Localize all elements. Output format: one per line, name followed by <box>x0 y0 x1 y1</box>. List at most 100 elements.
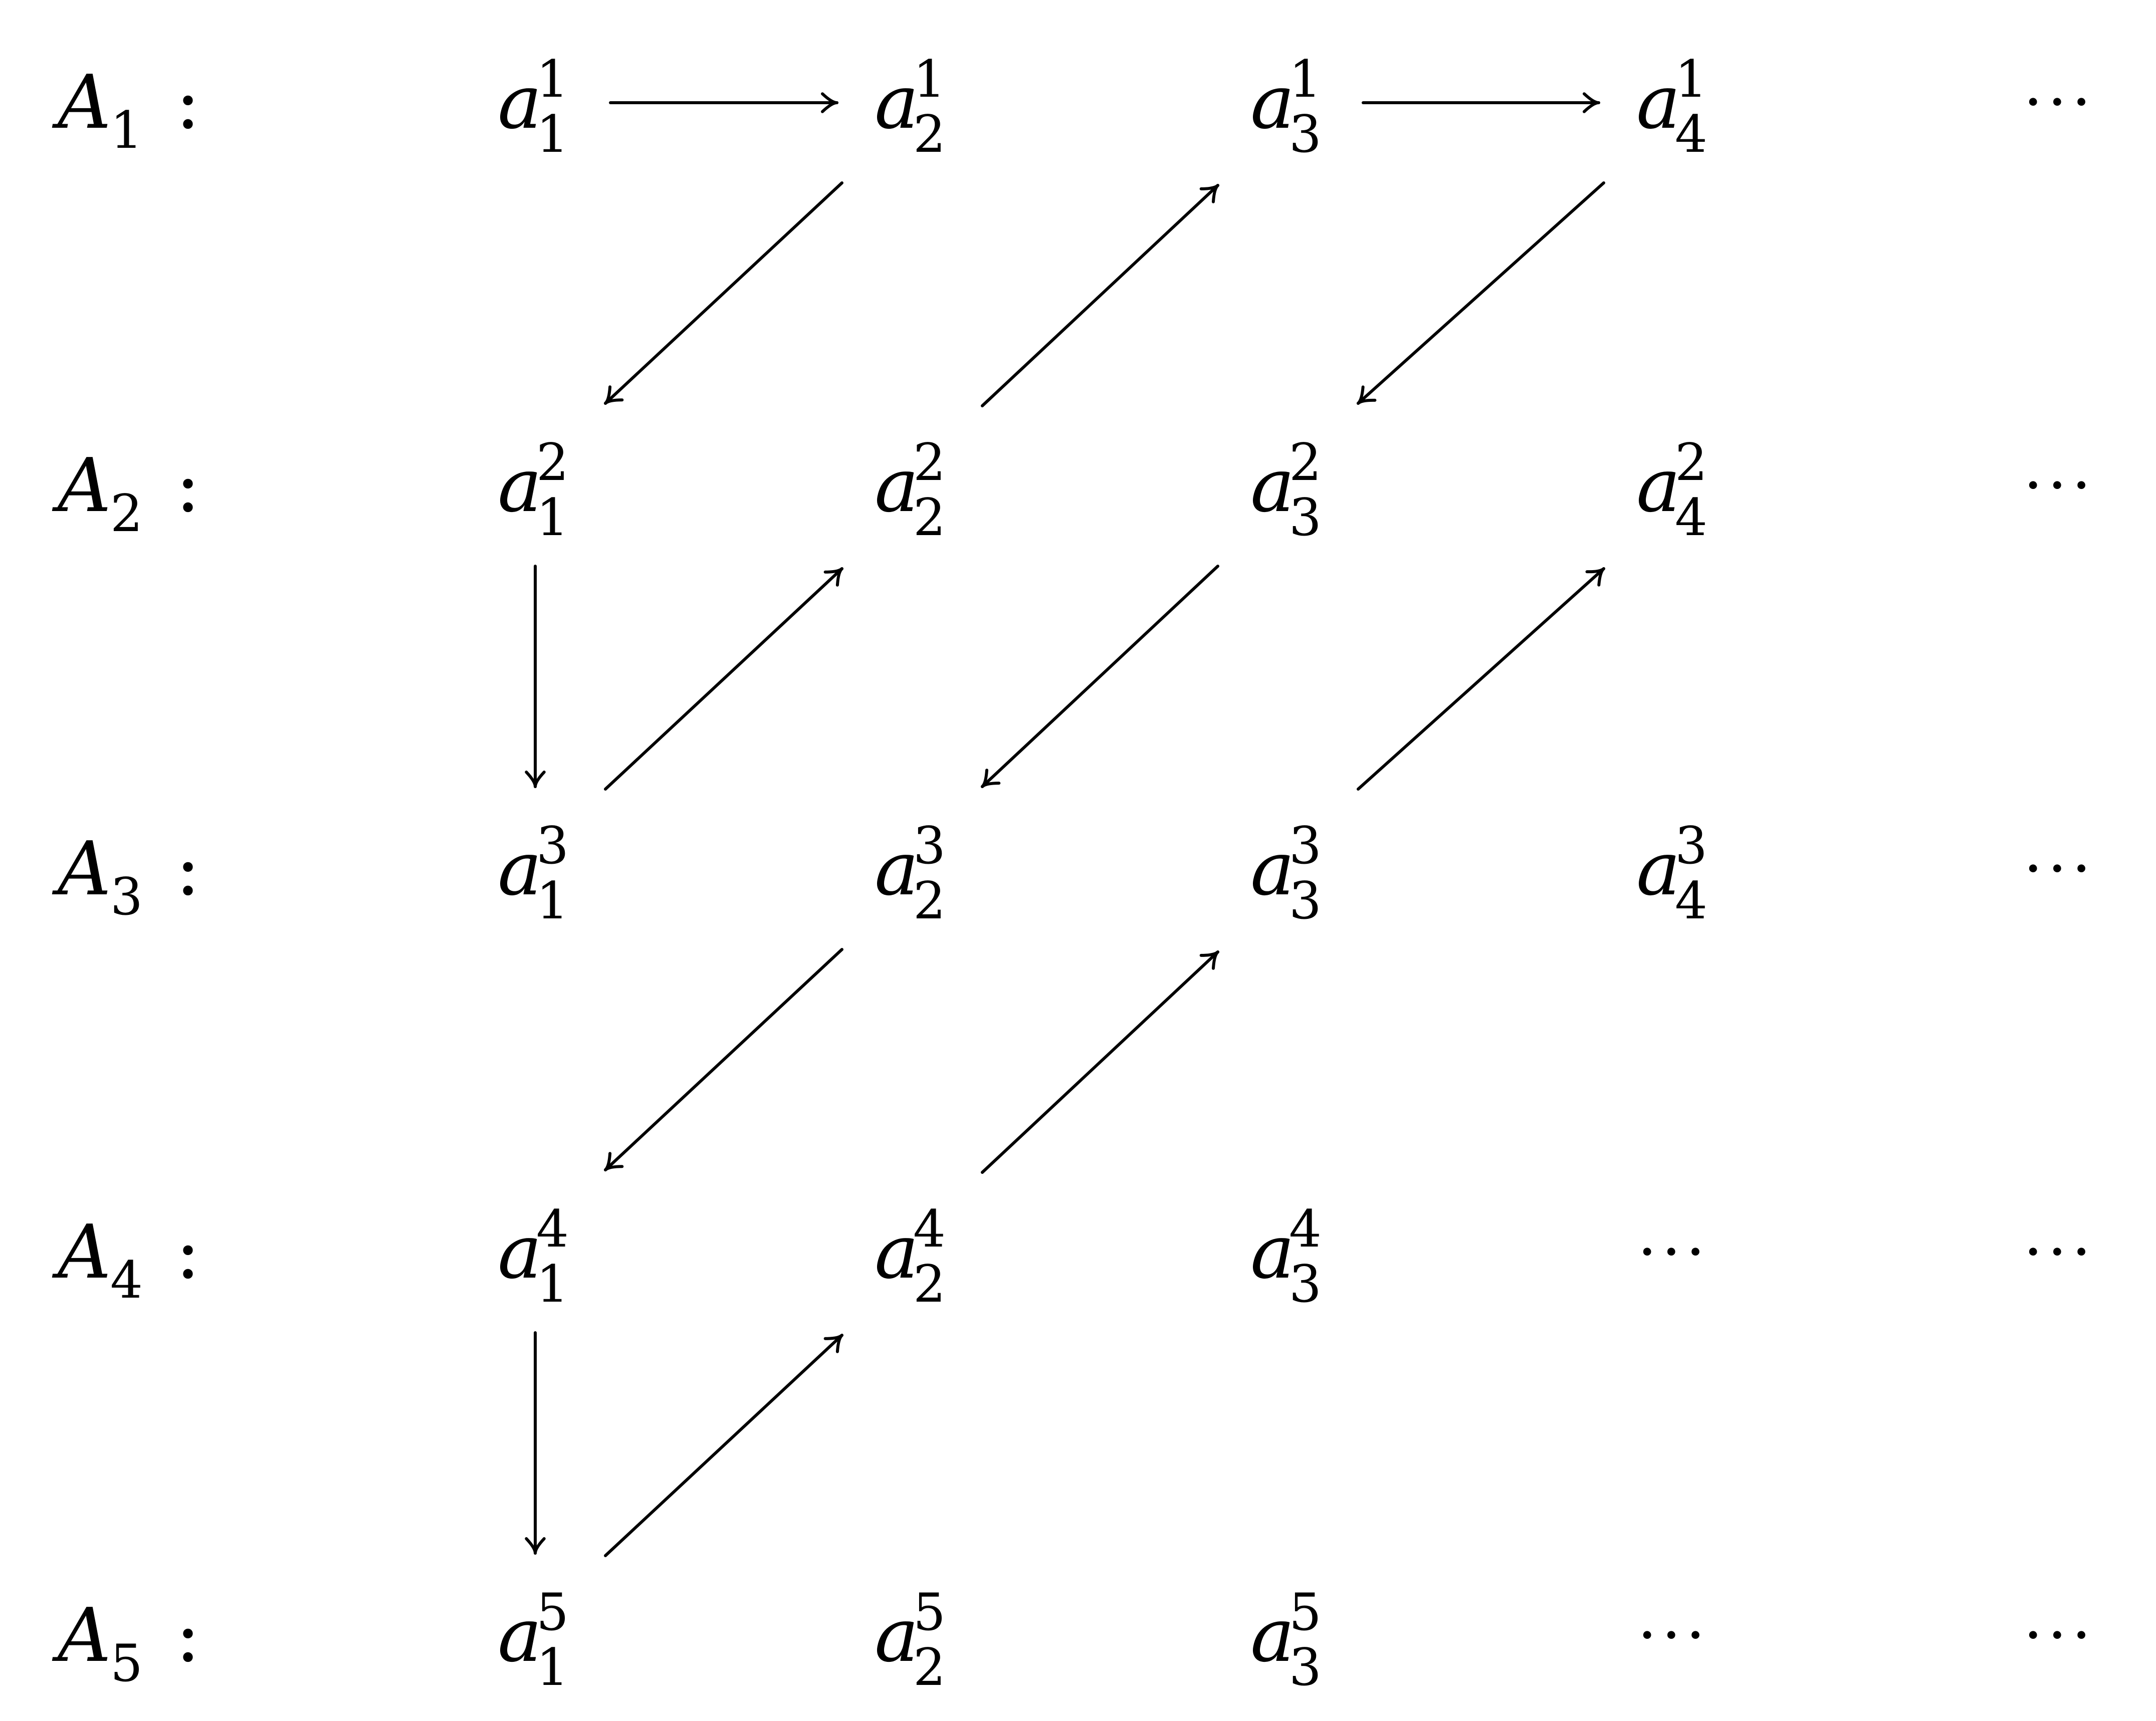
term-subscript: 3 <box>1289 871 1322 931</box>
term-superscript: 2 <box>913 433 946 493</box>
arrow-head <box>823 567 843 587</box>
term-a-2-4: a24 <box>1636 433 1707 548</box>
term-subscript: 2 <box>913 1255 946 1314</box>
row-label-subscript: 1 <box>110 101 143 160</box>
term-base: a <box>875 59 919 145</box>
arrow-shaft <box>604 948 843 1171</box>
term-a-2-1: a21 <box>498 433 569 548</box>
arrow <box>604 567 843 791</box>
term-base: a <box>875 442 919 529</box>
term-subscript: 2 <box>913 105 946 164</box>
arrows-layer <box>525 92 1605 1557</box>
term-base: a <box>498 826 542 912</box>
row-label-subscript: 5 <box>110 1634 143 1693</box>
row-label-colon: : <box>175 826 200 912</box>
term-superscript: 3 <box>1289 816 1322 876</box>
arrow <box>981 565 1219 788</box>
row-label-subscript: 2 <box>110 484 143 544</box>
arrow <box>1362 92 1600 113</box>
arrow-head <box>525 1537 546 1555</box>
term-base: a <box>498 59 542 145</box>
term-subscript: 1 <box>536 105 569 164</box>
term-a-5-2: a52 <box>875 1583 946 1697</box>
arrow-head <box>604 1152 624 1171</box>
term-superscript: 3 <box>536 816 569 876</box>
arrow <box>604 181 843 405</box>
term-a-5-3: a53 <box>1250 1583 1322 1697</box>
term-subscript: 3 <box>1289 1638 1322 1697</box>
term-superscript: 1 <box>913 50 946 109</box>
term-base: a <box>1250 1209 1295 1295</box>
row-label-base: A <box>52 59 111 145</box>
term-a-1-2: a12 <box>875 50 946 164</box>
term-superscript: 2 <box>1289 433 1322 493</box>
row-label-colon: : <box>175 442 200 529</box>
ellipsis: ··· <box>2024 1217 2096 1287</box>
arrow <box>525 1331 546 1555</box>
term-subscript: 4 <box>1675 871 1707 931</box>
term-a-3-2: a32 <box>875 816 946 931</box>
term-subscript: 3 <box>1289 488 1322 548</box>
term-a-4-3: a43 <box>1250 1199 1322 1314</box>
arrow-head <box>1199 950 1219 970</box>
arrow-head <box>604 385 624 405</box>
ellipsis: ··· <box>1638 1217 1710 1287</box>
term-subscript: 2 <box>913 1638 946 1697</box>
term-superscript: 3 <box>913 816 946 876</box>
arrow-shaft <box>604 181 843 405</box>
term-superscript: 1 <box>1289 50 1322 109</box>
term-subscript: 2 <box>913 871 946 931</box>
term-a-2-3: a23 <box>1250 433 1322 548</box>
arrow-shaft <box>604 567 843 791</box>
arrow-shaft <box>1357 567 1605 791</box>
term-a-1-3: a13 <box>1250 50 1322 164</box>
arrow <box>981 184 1219 407</box>
row-label-base: A <box>52 442 111 529</box>
row-label-subscript: 4 <box>110 1251 143 1310</box>
arrow <box>609 92 838 113</box>
term-a-3-4: a34 <box>1636 816 1707 931</box>
row-label-base: A <box>52 826 111 912</box>
ellipsis: ··· <box>1638 1601 1710 1670</box>
term-superscript: 4 <box>913 1199 946 1259</box>
arrow <box>981 950 1219 1174</box>
term-base: a <box>875 1209 919 1295</box>
term-base: a <box>498 1209 542 1295</box>
term-superscript: 5 <box>1289 1583 1322 1642</box>
term-subscript: 4 <box>1675 105 1707 164</box>
ellipsis: ··· <box>2024 834 2096 904</box>
row-label-colon: : <box>175 1592 200 1678</box>
term-a-3-1: a31 <box>498 816 569 931</box>
term-a-4-2: a42 <box>875 1199 946 1314</box>
term-subscript: 4 <box>1675 488 1707 548</box>
term-base: a <box>1636 59 1680 145</box>
term-subscript: 3 <box>1289 1255 1322 1314</box>
term-superscript: 3 <box>1675 816 1707 876</box>
arrow <box>604 948 843 1171</box>
arrow-head <box>981 769 1001 788</box>
term-base: a <box>498 1592 542 1678</box>
row-label-a2: A2: <box>52 442 200 544</box>
row-label-colon: : <box>175 59 200 145</box>
term-base: a <box>1250 442 1295 529</box>
term-base: a <box>1250 826 1295 912</box>
term-superscript: 4 <box>1289 1199 1322 1259</box>
term-a-4-1: a41 <box>498 1199 569 1314</box>
term-superscript: 4 <box>536 1199 569 1259</box>
term-a-3-3: a33 <box>1250 816 1322 931</box>
row-label-base: A <box>52 1209 111 1295</box>
ellipsis: ··· <box>2024 1601 2096 1670</box>
arrow-shaft <box>981 565 1219 788</box>
term-a-2-2: a22 <box>875 433 946 548</box>
term-a-5-1: a51 <box>498 1583 569 1697</box>
term-a-1-1: a11 <box>498 50 569 164</box>
term-superscript: 5 <box>913 1583 946 1642</box>
row-label-base: A <box>52 1592 111 1678</box>
arrow <box>525 565 546 788</box>
term-base: a <box>498 442 542 529</box>
term-subscript: 1 <box>536 488 569 548</box>
row-label-a1: A1: <box>52 59 200 160</box>
term-base: a <box>875 1592 919 1678</box>
term-base: a <box>875 826 919 912</box>
